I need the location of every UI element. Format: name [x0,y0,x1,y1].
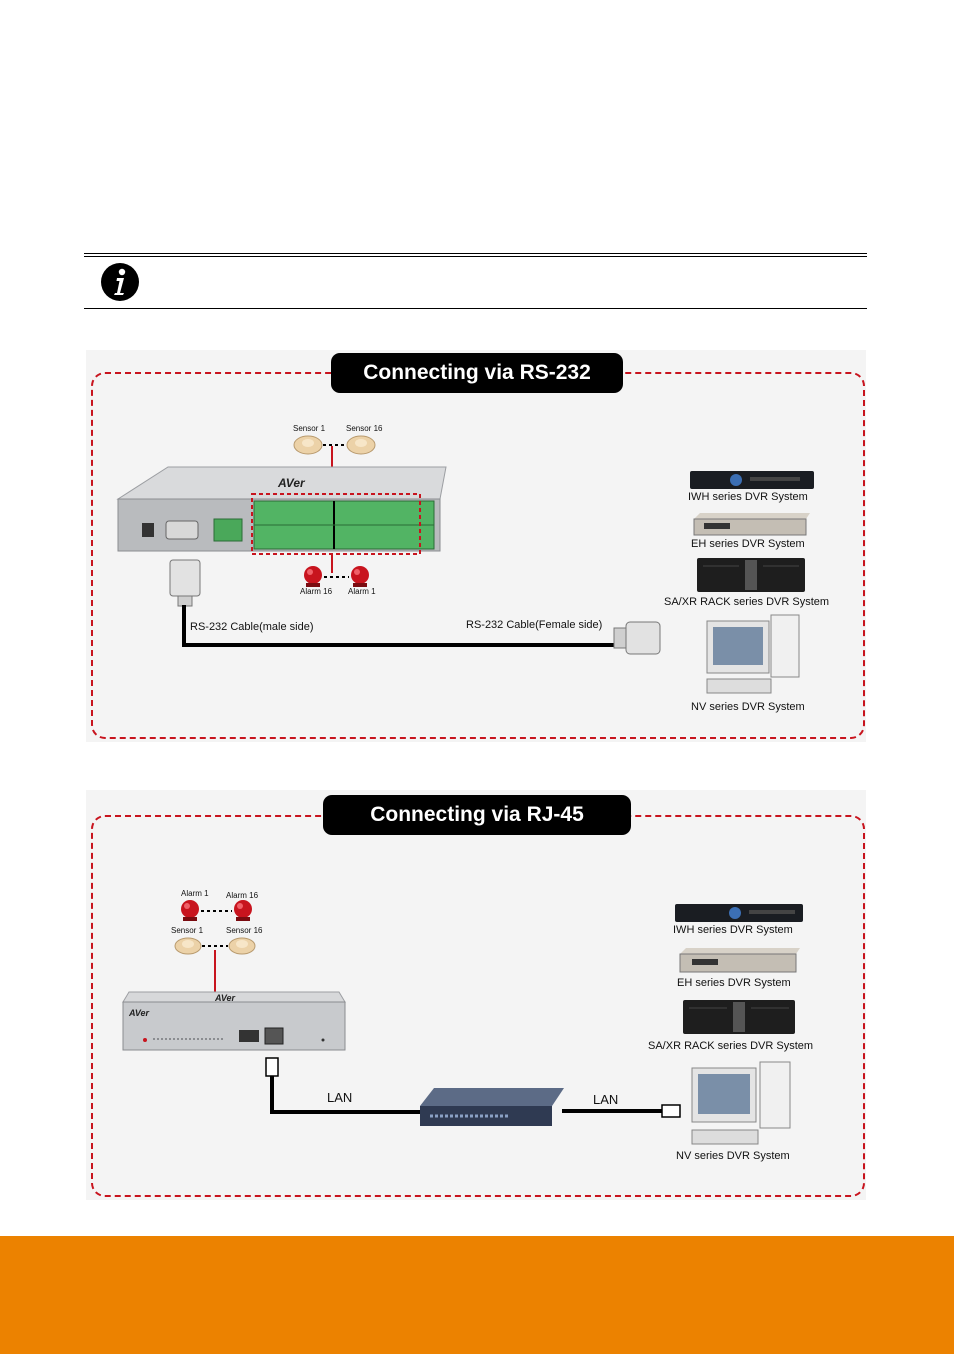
rj45-lan-left-label: LAN [327,1090,353,1105]
rs232-alarm-1-label: Alarm 1 [348,587,376,596]
rs232-eh-dvr-label: EH series DVR System [691,538,805,550]
rj45-nv-dvr-label: NV series DVR System [676,1150,790,1162]
rs232-alarm-wire [331,555,333,573]
rj45-io-box-device: AVer AVer [122,991,346,1051]
rs232-panel-title: Connecting via RS-232 [331,353,623,393]
rs232-terminal-highlight [251,493,421,555]
rj45-lan-right-label: LAN [593,1092,619,1107]
info-icon [100,262,140,302]
rj45-saxr-dvr-label: SA/XR RACK series DVR System [648,1040,814,1052]
rj45-nv-desktop-computer-icon [691,1061,791,1145]
rj45-alarm-dotted-link [201,910,232,912]
rj45-lan-cable-left [270,1076,424,1114]
rj45-alarm-16-icon [234,900,252,921]
rs232-saxr-dvr-icon [697,558,805,592]
rj45-sensor-wire [214,950,216,996]
rs232-eh-dvr-icon [693,513,810,536]
svg-text:AVer: AVer [128,1008,150,1018]
rs232-db9-connector-male [169,559,201,607]
rj45-eh-dvr-label: EH series DVR System [677,977,791,989]
svg-text:AVer: AVer [214,993,236,1003]
rj45-sensor-dotted-link [202,945,228,947]
rs232-alarm-dotted-link [324,576,349,578]
rj45-sensor-1-label: Sensor 1 [171,926,204,935]
rs232-db9-connector-female [613,621,661,655]
rs232-nv-dvr-label: NV series DVR System [691,701,805,713]
rs232-nv-desktop-computer-icon [706,614,800,694]
note-top-rule-2 [84,256,867,257]
rj45-panel-title: Connecting via RJ-45 [323,795,631,835]
rs232-alarm-16-icon [304,566,322,587]
rj45-sensor-16-label: Sensor 16 [226,926,263,935]
rj45-alarm-1-icon [181,900,199,921]
rj45-saxr-dvr-icon [683,1000,795,1034]
rs232-cable-female-label: RS-232 Cable(Female side) [466,619,603,631]
rj45-sensor-1-icon [174,937,202,955]
rs232-cable-male-label: RS-232 Cable(male side) [190,621,314,633]
note-bottom-rule [84,308,867,309]
rs232-alarm-1-icon [351,566,369,587]
footer-bar [0,1236,954,1354]
rs232-sensor-16-label: Sensor 16 [346,424,383,433]
rs232-alarm-16-label: Alarm 16 [300,587,333,596]
rj45-iwh-dvr-icon [675,904,803,922]
rj45-rj45-plug-right-icon [661,1104,681,1118]
rs232-saxr-dvr-label: SA/XR RACK series DVR System [664,596,830,608]
rj45-alarm-1-label: Alarm 1 [181,889,209,898]
rj45-eh-dvr-icon [679,948,800,973]
rs232-sensor-16-icon [346,435,376,455]
rs232-iwh-dvr-icon [690,471,814,489]
rs232-sensor-1-label: Sensor 1 [293,424,326,433]
rj45-sensor-16-icon [228,937,256,955]
rs232-io-box-device: AVer [116,466,447,552]
rs232-iwh-dvr-label: IWH series DVR System [688,491,808,503]
svg-text:AVer: AVer [277,476,306,490]
rs232-sensor-dotted-link [323,444,347,446]
rs232-sensor-1-icon [293,435,323,455]
note-top-rule [84,253,867,254]
network-switch-icon [420,1088,564,1126]
rj45-alarm-16-label: Alarm 16 [226,891,259,900]
rj45-lan-cable-right [562,1109,664,1113]
rj45-rj45-plug-left-icon [265,1057,279,1077]
rj45-iwh-dvr-label: IWH series DVR System [673,924,793,936]
